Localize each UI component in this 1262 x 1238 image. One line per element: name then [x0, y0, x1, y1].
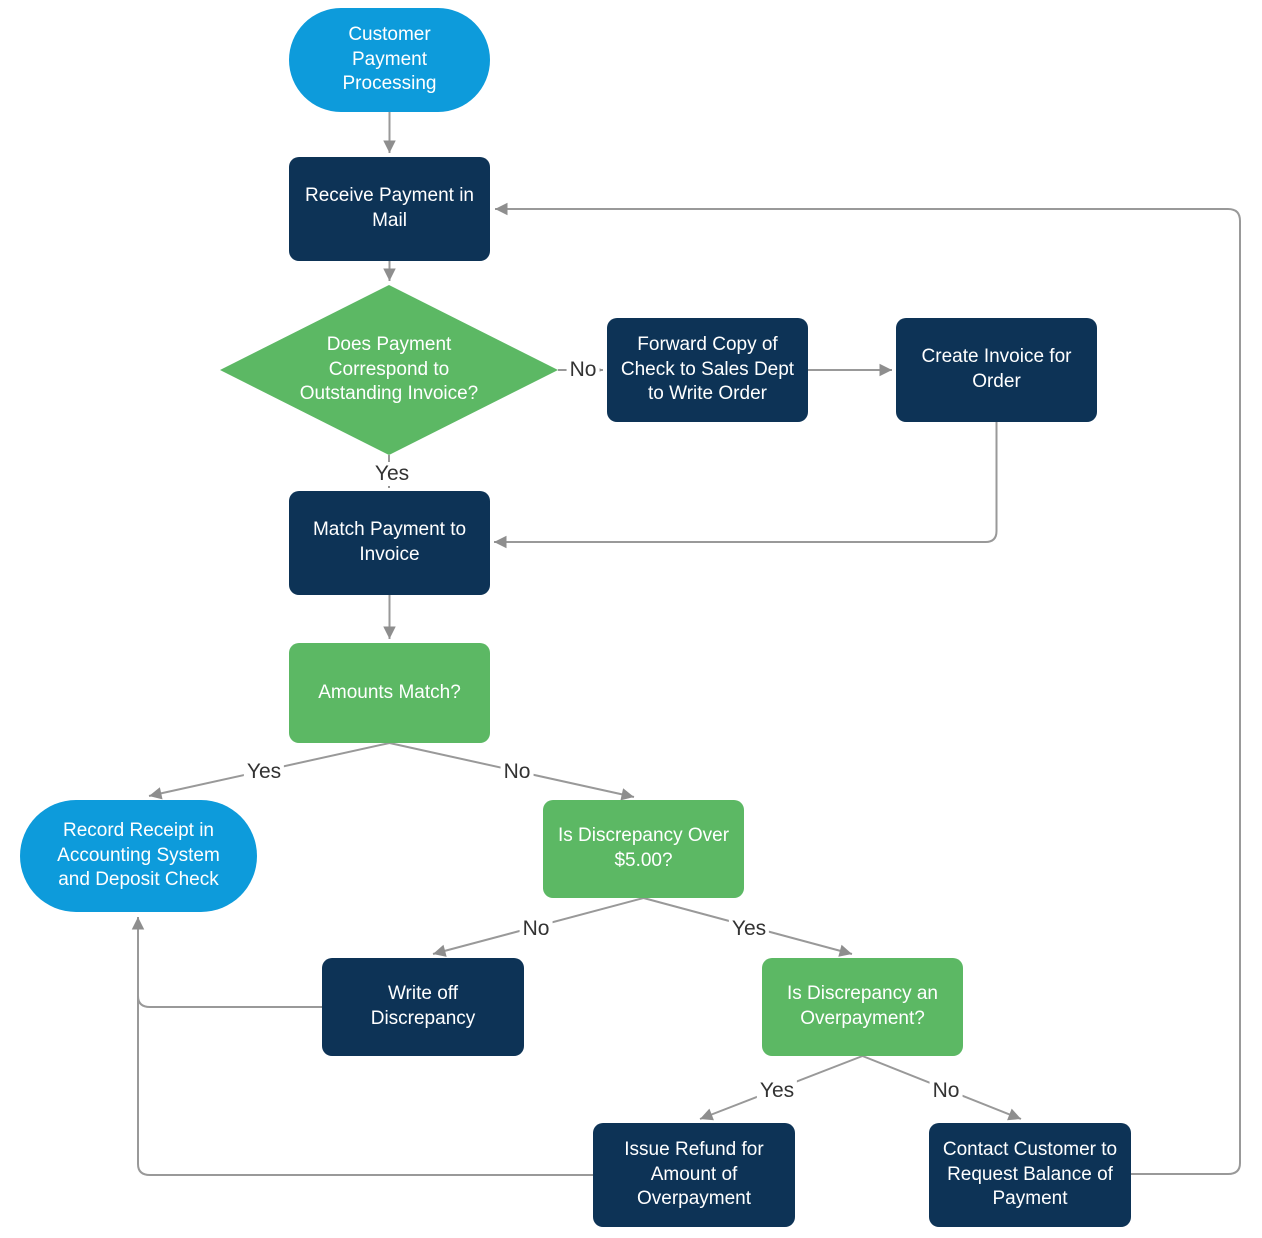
edge-write-off-to-record	[137, 995, 322, 1008]
edge-label-decision1-no: No	[566, 358, 600, 382]
edge-label-amounts-no: No	[500, 760, 534, 784]
node-contact-customer: Contact Customer to Request Balance of P…	[929, 1123, 1131, 1227]
edge-contact-to-receive	[495, 202, 1241, 1175]
node-start-label: Customer Payment Processing	[342, 23, 437, 95]
node-discrepancy-over-5: Is Discrepancy Over $5.00?	[543, 800, 744, 898]
node-create-invoice-label: Create Invoice for Order	[921, 346, 1072, 392]
node-match-payment: Match Payment to Invoice	[289, 491, 490, 595]
node-match-payment-label: Match Payment to Invoice	[312, 519, 467, 565]
node-forward-copy-check-label: Forward Copy of Check to Sales Dept to W…	[620, 333, 795, 405]
node-discrepancy-over-5-label: Is Discrepancy Over $5.00?	[557, 825, 730, 871]
node-start-terminal: Customer Payment Processing	[289, 8, 490, 112]
node-contact-customer-label: Contact Customer to Request Balance of P…	[942, 1138, 1118, 1210]
node-issue-refund-label: Issue Refund for Amount of Overpayment	[624, 1138, 764, 1210]
edge-refund-to-record	[131, 917, 593, 1176]
edge-label-amounts-yes: Yes	[243, 760, 285, 784]
node-amounts-match: Amounts Match?	[289, 643, 490, 743]
edge-label-disc-no: No	[519, 917, 553, 941]
edge-label-disc-yes: Yes	[728, 917, 770, 941]
node-discrepancy-overpayment: Is Discrepancy an Overpayment?	[762, 958, 963, 1056]
node-write-off-discrepancy: Write off Discrepancy	[322, 958, 524, 1056]
node-forward-copy-check: Forward Copy of Check to Sales Dept to W…	[607, 318, 808, 422]
edge-create-invoice-to-match	[494, 422, 998, 549]
node-receive-payment-label: Receive Payment in Mail	[305, 185, 474, 231]
node-record-receipt-label: Record Receipt in Accounting System and …	[57, 819, 220, 891]
node-receive-payment: Receive Payment in Mail	[289, 157, 490, 261]
node-create-invoice: Create Invoice for Order	[896, 318, 1097, 422]
node-amounts-match-label: Amounts Match?	[318, 681, 461, 703]
node-decision-payment-corresponds-label: Does Payment Correspond to Outstanding I…	[299, 333, 479, 405]
node-record-receipt-terminal: Record Receipt in Accounting System and …	[20, 800, 257, 912]
edge-label-overpay-no: No	[929, 1079, 963, 1103]
node-discrepancy-overpayment-label: Is Discrepancy an Overpayment?	[786, 983, 938, 1029]
edge-label-overpay-yes: Yes	[756, 1079, 798, 1103]
node-write-off-discrepancy-label: Write off Discrepancy	[370, 983, 476, 1029]
node-issue-refund: Issue Refund for Amount of Overpayment	[593, 1123, 795, 1227]
edge-label-decision1-yes: Yes	[371, 462, 413, 486]
